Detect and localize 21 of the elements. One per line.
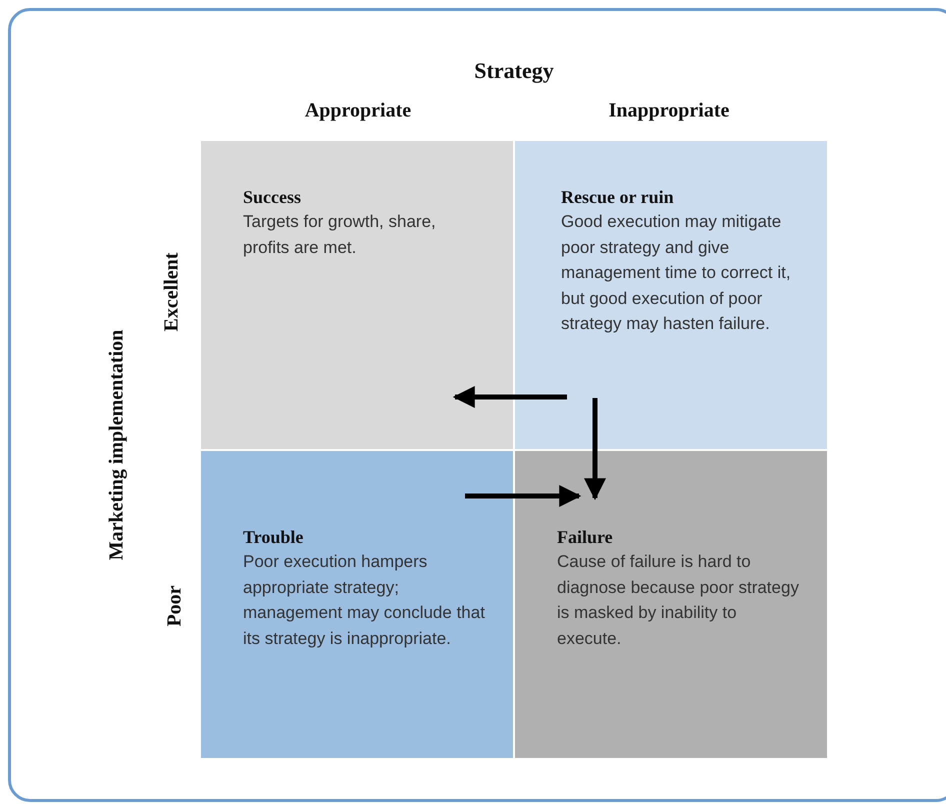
quadrant-box bbox=[515, 451, 827, 758]
quadrant-description: Targets for growth, share, profits are met. bbox=[243, 211, 437, 258]
quadrant-box bbox=[515, 141, 827, 449]
arrow bbox=[465, 485, 582, 507]
axis-label: Inappropriate bbox=[608, 100, 730, 122]
quadrant-box bbox=[201, 141, 513, 449]
arrow bbox=[452, 386, 567, 408]
quadrant-description: Good execution may mitigate poor strategy and give management time to correct it, but good execution of poor strategy may hasten failure. bbox=[561, 211, 792, 335]
axis-label: Excellent bbox=[160, 252, 184, 332]
quadrant-heading: Success bbox=[243, 186, 302, 209]
arrow bbox=[584, 398, 606, 500]
quadrant-heading: Failure bbox=[557, 526, 614, 549]
quadrant-heading: Trouble bbox=[243, 526, 304, 549]
axis-label: Appropriate bbox=[304, 100, 412, 122]
axis-label: Strategy bbox=[474, 58, 554, 84]
quadrant-description: Poor execution hampers appropriate strategy; management may conclude that its strategy is inappropriate. bbox=[243, 551, 485, 650]
quadrant-box bbox=[201, 451, 513, 758]
quadrant-heading: Rescue or ruin bbox=[561, 186, 675, 209]
axis-label: Marketing implementation bbox=[106, 330, 128, 560]
quadrant-description: Cause of failure is hard to diagnose because poor strategy is masked by inability to execute. bbox=[557, 551, 799, 650]
axis-label: Poor bbox=[164, 585, 186, 627]
